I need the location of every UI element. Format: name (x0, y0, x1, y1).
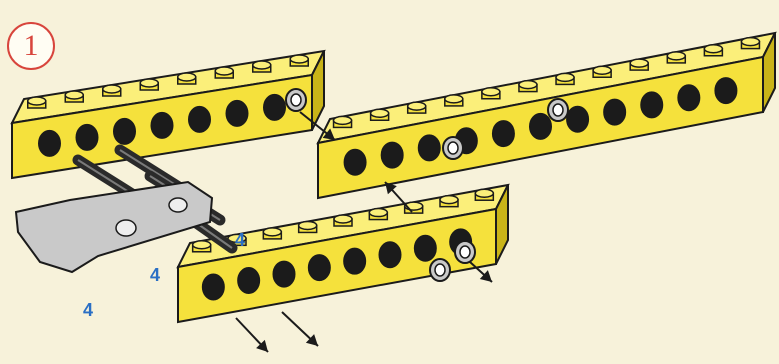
brick-stud-top (215, 67, 233, 75)
brick-hole (264, 94, 286, 120)
brick-hole (530, 113, 552, 139)
brick-stud-top (519, 81, 537, 89)
brick-hole (567, 106, 589, 132)
brick-hole (344, 248, 366, 274)
brick-hole (114, 118, 136, 144)
brick-stud-top (704, 45, 722, 53)
technic-pin (455, 241, 475, 263)
brick-hole (715, 78, 737, 104)
brick-stud-top (741, 38, 759, 46)
brick-hole (39, 130, 61, 156)
pin-end (435, 264, 445, 276)
brick-stud-top (475, 189, 493, 197)
brick-stud-top (445, 95, 463, 103)
brick-stud-top (593, 66, 611, 74)
brick-stud-top (290, 55, 308, 63)
brick-hole (189, 106, 211, 132)
brick-stud-top (334, 215, 352, 223)
brick-stud-top (253, 61, 271, 69)
brick-stud-top (140, 79, 158, 87)
brick-stud-top (440, 196, 458, 204)
brick-hole (76, 124, 98, 150)
brick-stud-top (178, 73, 196, 81)
pin-quantity-label: 4 (150, 265, 160, 286)
brick-stud-top (408, 102, 426, 110)
brick-stud-top (299, 221, 317, 229)
brick-hole (379, 242, 401, 268)
technic-pin (443, 137, 463, 159)
brick-hole (344, 149, 366, 175)
pin-end (291, 94, 301, 106)
brick-stud-top (263, 228, 281, 236)
brick-stud-top (28, 97, 46, 105)
brick-hole (414, 235, 436, 261)
technic-pin (548, 99, 568, 121)
brick-stud-top (667, 52, 685, 60)
brick-hole (641, 92, 663, 118)
brick-stud-top (334, 116, 352, 124)
connector-hole (116, 220, 136, 236)
brick-stud-top (65, 91, 83, 99)
brick-hole (492, 121, 514, 147)
brick-hole (308, 255, 330, 281)
technic-brick-upper-left (12, 51, 324, 178)
brick-hole (238, 268, 260, 294)
brick-stud-top (103, 85, 121, 93)
brick-stud-top (556, 73, 574, 81)
brick-stud-top (630, 59, 648, 67)
brick-stud-top (369, 209, 387, 217)
brick-hole (202, 274, 224, 300)
brick-hole (678, 85, 700, 111)
brick-hole (381, 142, 403, 168)
brick-stud-top (371, 109, 389, 117)
technic-brick-long (318, 33, 775, 198)
pin-end (448, 142, 458, 154)
brick-hole (151, 112, 173, 138)
technic-pin (286, 89, 306, 111)
brick-hole (418, 135, 440, 161)
pin-end (553, 104, 563, 116)
pin-end (460, 246, 470, 258)
brick-hole (604, 99, 626, 125)
brick-hole (226, 100, 248, 126)
brick-hole (273, 261, 295, 287)
brick-stud-top (193, 241, 211, 249)
brick-stud-top (482, 88, 500, 96)
pin-quantity-label: 4 (235, 230, 245, 251)
connector-hole (169, 198, 187, 212)
technic-pin (430, 259, 450, 281)
pin-quantity-label: 4 (83, 300, 93, 321)
